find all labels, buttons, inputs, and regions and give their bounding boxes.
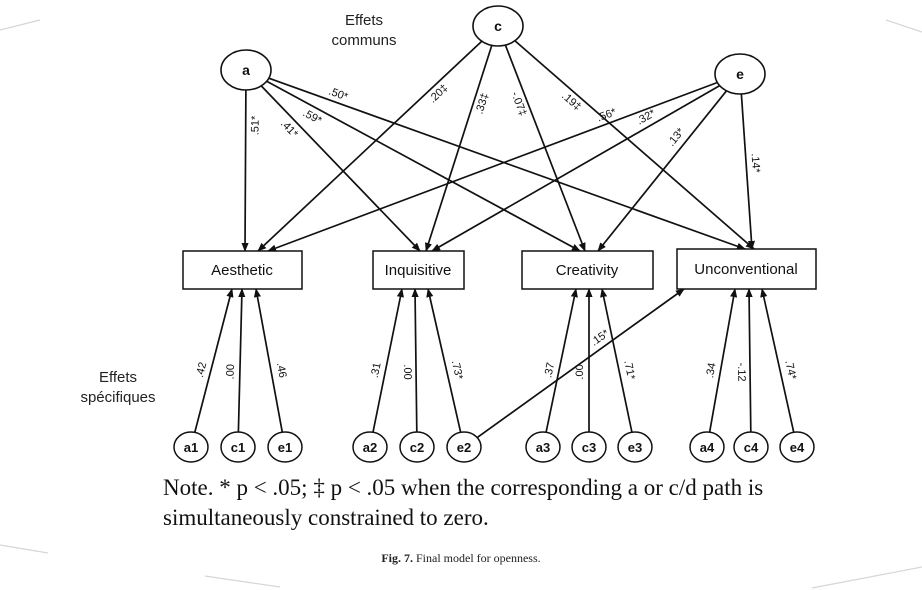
specific-label-a2: a2 xyxy=(363,440,377,455)
specific-node-e3: e3 xyxy=(617,431,653,463)
path-e2-to-unconventional xyxy=(476,288,685,439)
coef-a-to-inquisitive: .41* xyxy=(278,118,301,141)
specific-label-a1: a1 xyxy=(184,440,198,455)
specific-node-c4: c4 xyxy=(733,431,769,463)
annotation-specific-line2: spécifiques xyxy=(80,389,155,406)
coef-a2-to-inquisitive: .31 xyxy=(369,362,384,379)
path-e-to-aesthetic xyxy=(267,81,718,252)
coef-e-to-unconventional: .14* xyxy=(749,153,762,174)
path-c4-to-unconventional xyxy=(745,288,753,433)
paths-layer xyxy=(193,40,795,439)
specific-label-c3: c3 xyxy=(582,440,596,455)
latent-node-e: e xyxy=(714,53,766,95)
annotation-common-line2: communs xyxy=(331,32,396,49)
path-a-to-creativity xyxy=(266,80,581,252)
specific-node-c2: c2 xyxy=(399,431,435,463)
specific-label-c4: c4 xyxy=(744,440,759,455)
specific-node-c1: c1 xyxy=(220,431,256,463)
coef-e3-to-creativity: .71* xyxy=(621,359,637,381)
specific-node-c3: c3 xyxy=(571,431,607,463)
observed-box-inquisitive: Inquisitive xyxy=(372,250,465,290)
annotation-common-line1: Effets xyxy=(345,12,383,29)
path-c-to-inquisitive xyxy=(425,45,493,252)
specific-node-a4: a4 xyxy=(689,431,725,463)
path-c2-to-inquisitive xyxy=(411,288,419,433)
coef-e-to-inquisitive: .32* xyxy=(635,107,659,128)
coef-c-to-creativity: -.07‡ xyxy=(508,90,528,118)
coef-c-to-aesthetic: .20‡ xyxy=(427,82,451,105)
coef-e-to-creativity: .13* xyxy=(665,125,687,148)
latent-node-c: c xyxy=(472,5,524,47)
coef-a4-to-unconventional: .34 xyxy=(704,362,718,379)
specific-node-a2: a2 xyxy=(352,431,388,463)
path-a1-to-aesthetic xyxy=(193,288,234,433)
coef-c3-to-creativity: .00 xyxy=(574,364,586,379)
box-label-inquisitive: Inquisitive xyxy=(385,262,452,279)
path-a4-to-unconventional xyxy=(708,288,738,433)
coef-a1-to-aesthetic: .42 xyxy=(194,361,209,379)
observed-box-creativity: Creativity xyxy=(521,250,654,290)
coef-c2-to-inquisitive: .00 xyxy=(401,364,413,379)
latent-label-e: e xyxy=(736,66,744,82)
path-a-to-aesthetic xyxy=(241,89,249,252)
path-c-to-aesthetic xyxy=(257,40,483,252)
path-e-to-unconventional xyxy=(740,93,756,250)
figure-caption-text: Final model for openness. xyxy=(416,551,541,565)
observed-box-unconventional: Unconventional xyxy=(676,248,817,290)
path-c-to-unconventional xyxy=(514,40,755,250)
coef-e2-to-unconventional: .15* xyxy=(589,327,612,349)
specific-label-c2: c2 xyxy=(410,440,424,455)
path-c-to-creativity xyxy=(504,44,586,252)
figure-caption: Fig. 7. Final model for openness. xyxy=(0,551,922,566)
box-label-aesthetic: Aesthetic xyxy=(211,262,273,279)
path-e1-to-aesthetic xyxy=(253,288,284,433)
coef-a-to-aesthetic: .51* xyxy=(250,115,262,135)
coef-c1-to-aesthetic: .00 xyxy=(225,364,237,380)
path-e-to-inquisitive xyxy=(431,84,721,252)
coef-e2-to-inquisitive: .73* xyxy=(449,359,465,381)
annotation-specific-line1: Effets xyxy=(99,369,137,386)
figure-note: Note. * p < .05; ‡ p < .05 when the corr… xyxy=(163,475,764,530)
specific-node-e2: e2 xyxy=(446,431,482,463)
path-a3-to-creativity xyxy=(545,288,578,433)
specific-nodes-layer: a1 c1 e1 a2 c2 e2 a3 c3 e3 a4 c4 e4 xyxy=(173,431,815,463)
specific-label-e1: e1 xyxy=(278,440,292,455)
coef-e1-to-aesthetic: .46 xyxy=(274,362,289,379)
specific-label-a3: a3 xyxy=(536,440,550,455)
latent-node-a: a xyxy=(220,49,272,91)
path-e4-to-unconventional xyxy=(760,288,795,433)
specific-label-a4: a4 xyxy=(700,440,715,455)
coef-c-to-unconventional: .19‡ xyxy=(559,90,583,113)
specific-label-e2: e2 xyxy=(457,440,471,455)
latent-label-c: c xyxy=(494,18,502,34)
path-e-to-creativity xyxy=(597,90,728,252)
specific-node-a1: a1 xyxy=(173,431,209,463)
path-a-to-unconventional xyxy=(268,77,746,250)
specific-node-e1: e1 xyxy=(267,431,303,463)
decorative-corner-lines xyxy=(0,19,922,589)
path-c1-to-aesthetic xyxy=(237,288,246,433)
specific-label-e4: e4 xyxy=(790,440,805,455)
coefficients-layer: .51*.41*.59*.50*.20‡.33‡-.07‡.19‡.56*.32… xyxy=(194,82,799,381)
path-e3-to-creativity xyxy=(600,288,633,433)
coef-e4-to-unconventional: .74* xyxy=(782,359,798,381)
path-e2-to-inquisitive xyxy=(426,288,462,433)
path-a-to-inquisitive xyxy=(260,85,421,252)
figure-caption-prefix: Fig. 7. xyxy=(381,551,413,565)
latent-label-a: a xyxy=(242,62,250,78)
specific-label-c1: c1 xyxy=(231,440,245,455)
coef-c4-to-unconventional: -.12 xyxy=(735,362,747,381)
specific-label-e3: e3 xyxy=(628,440,642,455)
box-label-unconventional: Unconventional xyxy=(694,261,797,278)
specific-node-e4: e4 xyxy=(779,431,815,463)
specific-node-a3: a3 xyxy=(525,431,561,463)
box-label-creativity: Creativity xyxy=(556,262,619,279)
observed-box-aesthetic: Aesthetic xyxy=(182,250,303,290)
coef-a3-to-creativity: .37 xyxy=(542,362,557,379)
path-a2-to-inquisitive xyxy=(372,288,404,433)
